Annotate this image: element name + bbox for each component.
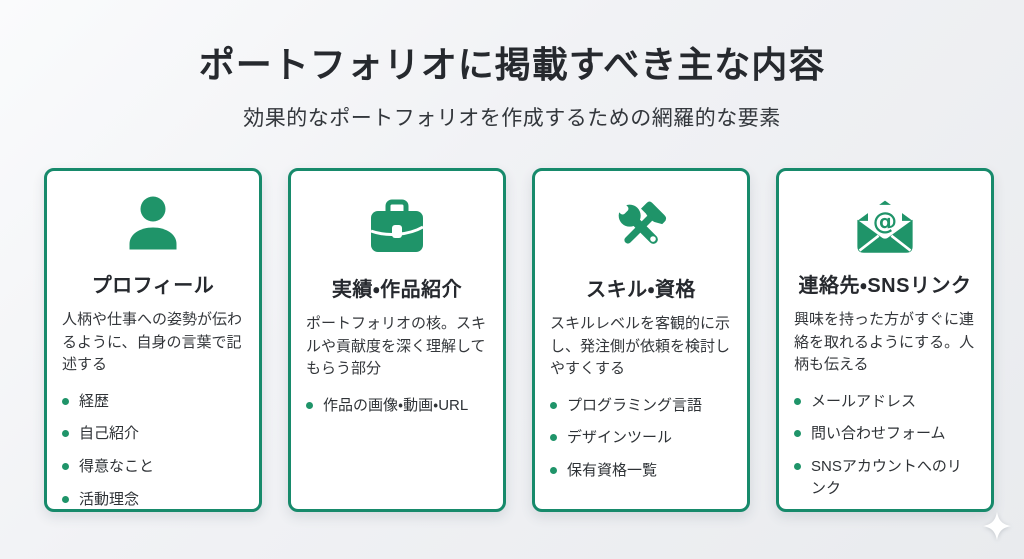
bullet-text: SNSアカウントへのリンク (811, 458, 962, 497)
bullet-item: 自己紹介 (62, 423, 244, 445)
person-icon (121, 193, 185, 255)
sparkle-icon (982, 511, 1012, 546)
card-profile: プロフィール 人柄や仕事への姿勢が伝わるように、自身の言葉で記述する 経歴 自己… (44, 168, 262, 512)
bullet-text: デザインツール (567, 429, 673, 447)
bullet-list: メールアドレス 問い合わせフォーム SNSアカウントへのリンク (794, 391, 976, 511)
bullet-text: メールアドレス (811, 392, 917, 410)
briefcase-icon (365, 193, 429, 259)
bullet-dot (794, 397, 801, 405)
page-title: ポートフォリオに掲載すべき主な内容 (198, 44, 826, 85)
card-title: スキル・資格 (586, 279, 696, 301)
card-description: 興味を持った方がすぐに連絡を取れるようにする。人柄も伝える (794, 311, 975, 373)
bullet-dot (62, 430, 69, 438)
bullet-dot (62, 463, 69, 470)
card-contact: @ 連絡先・SNSリンク 興味を持った方がすぐに連絡を取れるようにする。人柄も伝… (776, 168, 994, 512)
bullet-item: 作品の画像・動画・URL (306, 395, 488, 417)
bullet-text: 経歴 (79, 392, 110, 410)
bullet-text: 活動理念 (79, 490, 140, 508)
bullet-item: プログラミング言語 (550, 395, 732, 417)
card-title: 連絡先・SNSリンク (798, 275, 972, 297)
bullet-item: メールアドレス (794, 391, 976, 413)
mail-icon: @ (851, 193, 919, 255)
bullet-dot (306, 401, 313, 409)
bullet-dot (550, 434, 557, 442)
bullet-item: 経歴 (62, 391, 244, 413)
card-title: プロフィール (91, 275, 215, 297)
bullet-list: プログラミング言語 デザインツール 保有資格一覧 (550, 395, 732, 493)
card-description: スキルレベルを客観的に示し、発注側が依頼を検討しやすくする (550, 315, 731, 377)
infographic-header: ポートフォリオに掲載すべき主な内容 効果的なポートフォリオを作成するための網羅的… (0, 36, 1024, 132)
bullet-dot (550, 401, 557, 409)
bullet-item: 保有資格一覧 (550, 460, 732, 482)
bullet-text: 作品の画像・動画・URL (323, 396, 469, 414)
bullet-item: 活動理念 (62, 489, 244, 511)
bullet-item: SNSアカウントへのリンク (794, 456, 976, 500)
bullet-dot (550, 467, 557, 474)
card-description: 人柄や仕事への姿勢が伝わるように、自身の言葉で記述する (62, 311, 243, 373)
bullet-dot (62, 397, 69, 405)
bullet-list: 作品の画像・動画・URL (306, 395, 488, 428)
card-title: 実績・作品紹介 (331, 279, 463, 301)
bullet-dot (794, 430, 801, 438)
bullet-list: 経歴 自己紹介 得意なこと 活動理念 (62, 391, 244, 522)
bullet-text: 得意なこと (79, 458, 155, 475)
card-skills: スキル・資格 スキルレベルを客観的に示し、発注側が依頼を検討しやすくする プログ… (532, 168, 750, 512)
cards-row: プロフィール 人柄や仕事への姿勢が伝わるように、自身の言葉で記述する 経歴 自己… (44, 168, 994, 512)
at-symbol: @ (873, 206, 897, 235)
bullet-item: 得意なこと (62, 456, 244, 478)
bullet-text: 問い合わせフォーム (811, 425, 946, 443)
tools-icon (608, 193, 674, 259)
bullet-dot (794, 463, 801, 470)
bullet-text: 自己紹介 (79, 425, 140, 443)
card-description: ポートフォリオの核。スキルや貢献度を深く理解してもらう部分 (306, 315, 487, 377)
card-works: 実績・作品紹介 ポートフォリオの核。スキルや貢献度を深く理解してもらう部分 作品… (288, 168, 506, 512)
bullet-dot (62, 495, 69, 503)
bullet-text: 保有資格一覧 (567, 462, 658, 479)
bullet-text: プログラミング言語 (567, 396, 703, 414)
bullet-item: デザインツール (550, 427, 732, 449)
page-subtitle: 効果的なポートフォリオを作成するための網羅的な要素 (243, 107, 781, 130)
bullet-item: 問い合わせフォーム (794, 423, 976, 445)
